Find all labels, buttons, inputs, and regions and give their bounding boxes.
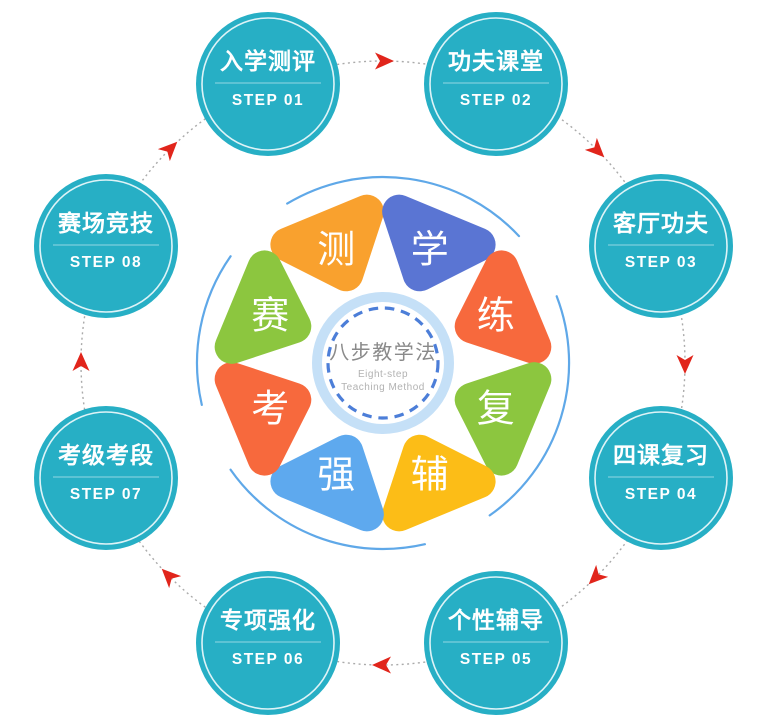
step-03-number: STEP 03 xyxy=(625,254,697,271)
step-01-disc xyxy=(196,12,340,156)
step-04-label: 四课复习 xyxy=(613,442,709,468)
step-06-inner-ring xyxy=(201,576,335,710)
arrow-step1-to-step2 xyxy=(375,52,394,70)
step-circles: 入学测评 STEP 01 功夫课堂 STEP 02 客厅功夫 STEP 03 四… xyxy=(34,12,733,715)
center-hub-dashed-circle xyxy=(326,306,440,420)
wheel-arc-bottom xyxy=(229,468,426,551)
petal-kao xyxy=(214,362,312,476)
step-08-inner-ring xyxy=(39,179,173,313)
step-circle-04: 四课复习 STEP 04 xyxy=(589,406,733,550)
step-circle-02: 功夫课堂 STEP 02 xyxy=(424,12,568,156)
petal-char-fudao: 辅 xyxy=(411,455,449,497)
step-02-inner-ring xyxy=(429,17,563,151)
petal-char-sai: 赛 xyxy=(251,295,289,337)
step-08-label: 赛场竞技 xyxy=(57,210,154,236)
step-04-disc xyxy=(589,406,733,550)
step-01-number: STEP 01 xyxy=(232,92,304,109)
flow-arrows xyxy=(72,52,694,674)
center-subtitle-line2: Teaching Method xyxy=(341,382,425,393)
arrow-step3-to-step4 xyxy=(676,355,694,374)
petal-qiang xyxy=(270,434,384,532)
petal-char-xue: 学 xyxy=(411,229,449,271)
step-03-label: 客厅功夫 xyxy=(613,210,709,236)
center-subtitle-line1: Eight-step xyxy=(358,369,408,380)
step-circle-08: 赛场竞技 STEP 08 xyxy=(34,174,178,318)
arrow-step8-to-step1 xyxy=(157,141,178,162)
petal-xue xyxy=(382,194,496,292)
petal-fu xyxy=(454,362,552,476)
step-02-disc xyxy=(424,12,568,156)
arrow-step7-to-step8 xyxy=(72,352,90,371)
step-circle-05: 个性辅导 STEP 05 xyxy=(424,571,568,715)
petal-char-qiang: 强 xyxy=(317,455,355,497)
petal-char-kao: 考 xyxy=(251,389,289,431)
step-06-label: 专项强化 xyxy=(220,607,316,633)
arrow-step4-to-step5 xyxy=(588,564,609,585)
petal-lian xyxy=(454,250,552,364)
step-04-inner-ring xyxy=(594,411,728,545)
petal-char-ce: 测 xyxy=(317,229,355,271)
step-01-inner-ring xyxy=(201,17,335,151)
petal-wheel xyxy=(214,194,552,532)
petal-sai xyxy=(214,250,312,364)
wheel-arc-left xyxy=(195,255,232,406)
step-05-number: STEP 05 xyxy=(460,651,532,668)
arrow-step2-to-step3 xyxy=(584,137,605,158)
petal-ce xyxy=(270,194,384,292)
step-03-disc xyxy=(589,174,733,318)
step-02-label: 功夫课堂 xyxy=(448,48,544,74)
step-08-number: STEP 08 xyxy=(70,254,142,271)
step-04-number: STEP 04 xyxy=(625,486,697,503)
step-06-number: STEP 06 xyxy=(232,651,304,668)
step-05-inner-ring xyxy=(429,576,563,710)
step-06-disc xyxy=(196,571,340,715)
step-05-disc xyxy=(424,571,568,715)
step-05-label: 个性辅导 xyxy=(448,607,544,633)
petal-fudao xyxy=(382,434,496,532)
step-03-inner-ring xyxy=(594,179,728,313)
step-08-disc xyxy=(34,174,178,318)
step-07-disc xyxy=(34,406,178,550)
petal-char-fu: 复 xyxy=(477,389,515,431)
step-01-label: 入学测评 xyxy=(220,48,316,74)
center-hub: 八步教学法 Eight-step Teaching Method xyxy=(312,292,454,434)
step-circle-06: 专项强化 STEP 06 xyxy=(196,571,340,715)
step-circle-07: 考级考段 STEP 07 xyxy=(34,406,178,550)
wheel-arc-top xyxy=(286,175,521,238)
wheel-arc-right xyxy=(488,295,571,517)
petal-char-lian: 练 xyxy=(477,295,515,337)
petal-characters: 测 学 练 复 辅 强 考 赛 xyxy=(251,229,514,496)
step-circle-01: 入学测评 STEP 01 xyxy=(196,12,340,156)
center-title: 八步教学法 xyxy=(329,341,437,364)
step-07-inner-ring xyxy=(39,411,173,545)
step-07-label: 考级考段 xyxy=(58,442,154,468)
arrow-step6-to-step7 xyxy=(161,568,182,589)
step-02-number: STEP 02 xyxy=(460,92,532,109)
step-circle-03: 客厅功夫 STEP 03 xyxy=(589,174,733,318)
wheel-outer-arcs xyxy=(195,175,571,551)
step-07-number: STEP 07 xyxy=(70,486,142,503)
center-hub-ring xyxy=(312,292,454,434)
arrow-step5-to-step6 xyxy=(372,656,391,674)
